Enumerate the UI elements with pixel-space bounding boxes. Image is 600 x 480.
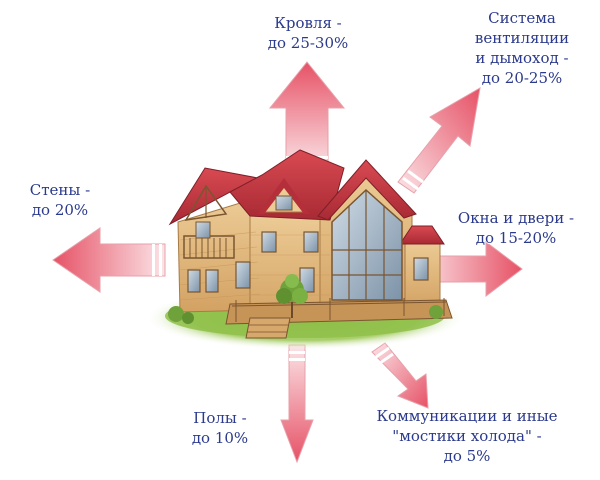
label-bridges: Коммуникации и иные "мостики холода" - д… [338,406,596,466]
label-walls: Стены - до 20% [10,180,110,220]
label-bridges-line2: "мостики холода" - [392,427,542,445]
label-roof: Кровля - до 25-30% [238,13,378,53]
label-ventilation-line1: Система [488,9,556,27]
label-floors: Полы - до 10% [170,408,270,448]
window [413,257,429,281]
house-illustration [145,149,465,350]
label-windows-line1: Окна и двери - [457,209,575,227]
arrow-walls-left [52,227,166,293]
label-ventilation-line2: вентиляции [474,29,570,47]
label-ventilation-line4: до 20-25% [481,69,563,87]
label-windows-line2: до 15-20% [475,229,557,247]
label-windows: Окна и двери - до 15-20% [440,208,592,248]
arrow-floors-down [280,344,314,464]
window [303,231,319,253]
label-roof-line2: до 25-30% [267,34,349,52]
label-walls-line1: Стены - [29,181,91,199]
label-floors-line2: до 10% [191,429,249,447]
tree [276,274,308,318]
arrow-ventilation-up-right [397,87,481,194]
window [299,267,315,293]
window [205,269,219,293]
roof-right-wing [399,225,445,245]
label-ventilation-line3: и дымоход - [475,49,569,67]
label-walls-line2: до 20% [31,201,89,219]
window [261,231,277,253]
window [187,269,201,293]
window [235,261,251,289]
label-bridges-line1: Коммуникации и иные [376,407,558,425]
arrow-bridges-down-right [371,342,429,409]
label-roof-line1: Кровля - [274,14,342,32]
roof-right [317,159,417,221]
label-bridges-line3: до 5% [443,447,491,465]
label-floors-line1: Полы - [193,409,247,427]
label-ventilation: Система вентиляции и дымоход - до 20-25% [448,8,596,88]
